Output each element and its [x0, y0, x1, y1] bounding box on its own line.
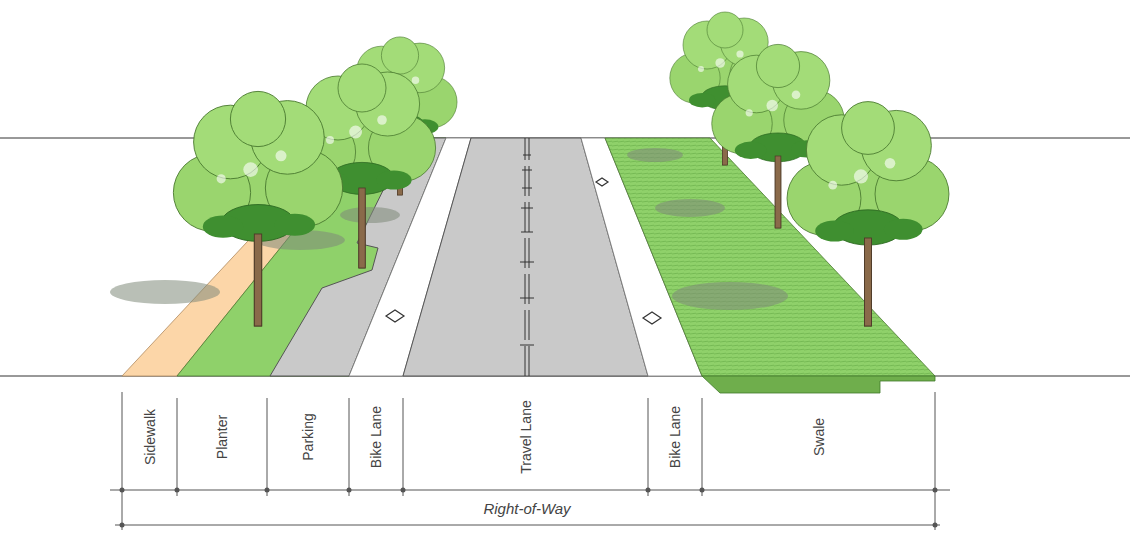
zone-label: Parking — [301, 413, 315, 460]
zone-label: Planter — [215, 415, 229, 459]
zone-label: Bike Lane — [369, 406, 383, 468]
zone-label: Bike Lane — [668, 406, 682, 468]
dimension-label: Right-of-Way — [480, 501, 573, 516]
zone-label: Swale — [812, 418, 826, 456]
zone-label: Travel Lane — [519, 400, 533, 473]
zone-label: Sidewalk — [143, 409, 157, 465]
